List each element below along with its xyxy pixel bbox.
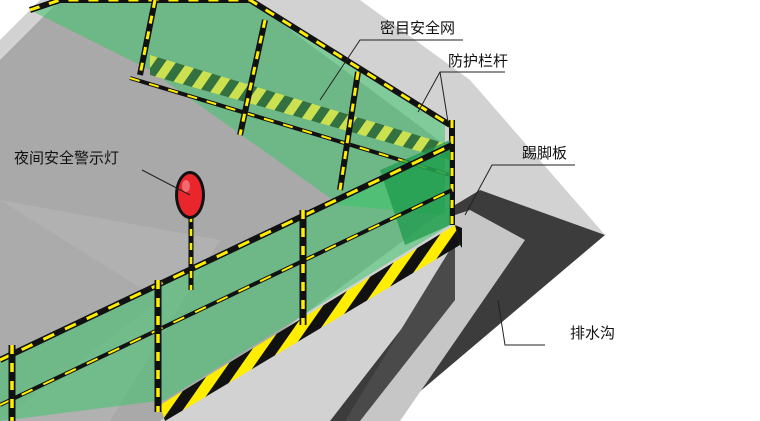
guardrail-mid-near-stripe — [0, 189, 453, 406]
guardrail-top-near-stripe — [0, 143, 453, 362]
label-guardrail: 防护栏杆 — [448, 52, 508, 70]
toe-board-near-edge — [455, 225, 462, 248]
annotation-leaders — [141, 39, 575, 346]
toe-board-far — [150, 55, 450, 160]
label-toe-board: 踢脚板 — [522, 144, 567, 162]
guardrail-mid-far-stripe — [129, 77, 451, 176]
drain-curb — [360, 210, 525, 421]
guardrail-posts-near — [8, 210, 307, 421]
safety-net-far — [30, 0, 445, 215]
label-drain: 排水沟 — [570, 324, 615, 342]
guardrail-top-far — [29, 0, 452, 128]
guardrail-posts-far — [137, 0, 455, 225]
safety-net-corner — [380, 140, 450, 245]
label-night-light: 夜间安全警示灯 — [14, 149, 119, 167]
label-safety-net: 密目安全网 — [380, 19, 455, 37]
toe-board-near — [160, 225, 460, 421]
